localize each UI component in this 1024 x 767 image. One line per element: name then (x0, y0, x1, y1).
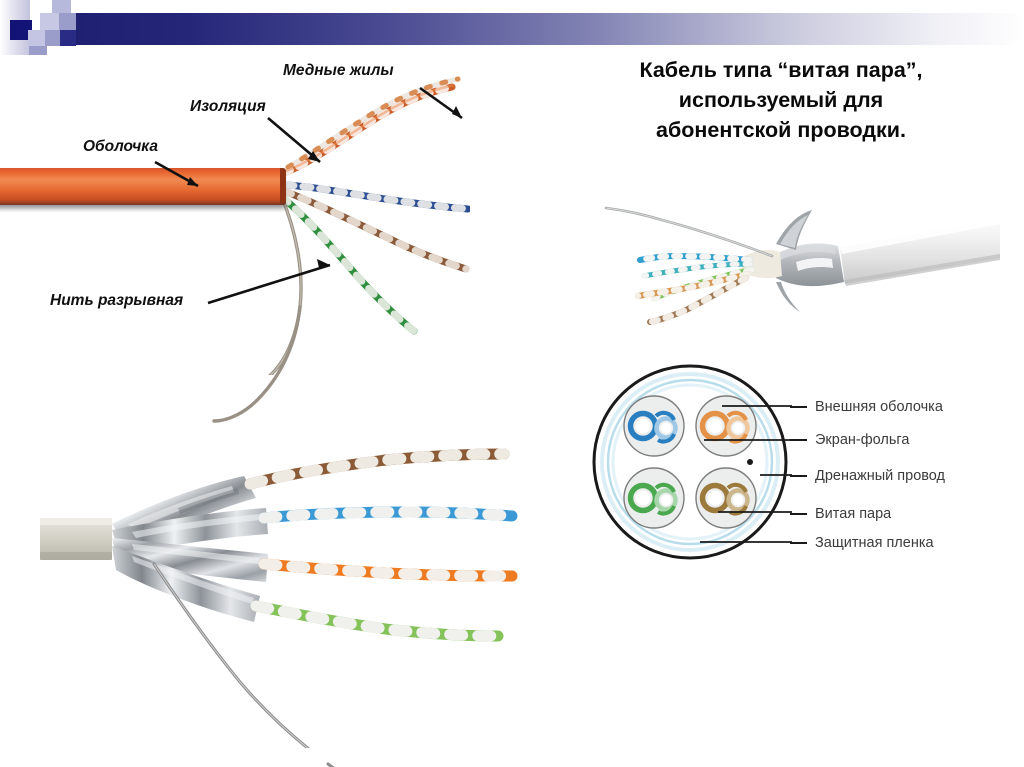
ftp-pair-blue (637, 252, 753, 263)
square-navy-block (60, 30, 76, 46)
legend-label: Витая пара (815, 506, 892, 522)
cross-section-legend: Внешняя оболочка Экран-фольга Дренажный … (790, 362, 1020, 562)
legend-item-foil-shield: Экран-фольга (790, 431, 909, 449)
cross-section-graphic (592, 364, 788, 560)
pair-brown-strand (280, 187, 470, 273)
legend-dash-icon (790, 406, 807, 408)
label-insulation: Изоляция (190, 98, 266, 115)
pair-green-strand (278, 193, 418, 335)
pair-blue-strand (282, 181, 470, 213)
sftp-foil-green (112, 546, 260, 622)
label-copper-conductors: Медные жилы (283, 62, 394, 79)
page-title: Кабель типа “витая пара”, используемый д… (576, 55, 986, 145)
drain-wire-dot (747, 459, 753, 465)
legend-label: Дренажный провод (815, 468, 946, 484)
legend-item-drain-wire: Дренажный провод (790, 467, 945, 485)
sftp-pair-green (250, 600, 504, 642)
pair-green-cell (623, 467, 685, 529)
label-outer-jacket: Оболочка (83, 138, 158, 155)
pair-brown-cell (695, 467, 757, 529)
header-decoration (0, 0, 1024, 72)
legend-label: Защитная пленка (815, 535, 934, 551)
title-line-2: используемый для (678, 88, 884, 112)
legend-dash-icon (790, 475, 807, 477)
sftp-foil-orange (112, 538, 268, 582)
pair-blue-cell (623, 395, 685, 457)
legend-label: Экран-фольга (815, 432, 910, 448)
ftp-pair-orange (635, 271, 751, 299)
ftp-pair-brown (647, 275, 749, 325)
sftp-pair-brown (244, 448, 510, 490)
legend-dash-icon (790, 513, 807, 515)
pair-orange-cell (695, 395, 757, 457)
ftp-cable-graphic (604, 206, 1000, 325)
cable-cross-section-diagram (590, 362, 790, 562)
square-dark-navy-small (10, 20, 32, 40)
ftp-grey-cable-photo (600, 196, 1000, 346)
legend-label: Внешняя оболочка (815, 399, 943, 415)
header-gradient-bar (75, 13, 1024, 45)
pair-orange-strand (280, 83, 456, 177)
legend-item-protective-film: Защитная пленка (790, 534, 934, 552)
sftp-pair-orange (258, 558, 518, 582)
square-light-periwinkle-top (52, 0, 71, 17)
legend-item-outer-jacket: Внешняя оболочка (790, 398, 943, 416)
square-periwinkle-lower-right (45, 30, 61, 46)
legend-dash-icon (790, 542, 807, 544)
label-ripcord: Нить разрывная (50, 292, 184, 309)
sftp-shielded-cable-photo (28, 438, 528, 748)
sftp-cable-graphic (40, 448, 518, 748)
title-line-1: Кабель типа “витая пара”, (639, 58, 923, 82)
square-periwinkle-lower-left (28, 30, 45, 46)
title-line-3: абонентской проводки. (656, 118, 906, 142)
ftp-pair-teal (641, 261, 753, 279)
legend-dash-icon (790, 439, 807, 441)
square-periwinkle-mid-right (59, 13, 76, 30)
legend-item-twisted-pair: Витая пара (790, 505, 891, 523)
cable-outer-jacket (0, 168, 286, 205)
ripcord-strand (268, 193, 303, 375)
cable-jacket-shadow (0, 203, 286, 212)
sftp-pair-blue (258, 506, 518, 524)
sftp-drain-wire (152, 562, 310, 748)
square-periwinkle-mid-left (40, 13, 59, 30)
